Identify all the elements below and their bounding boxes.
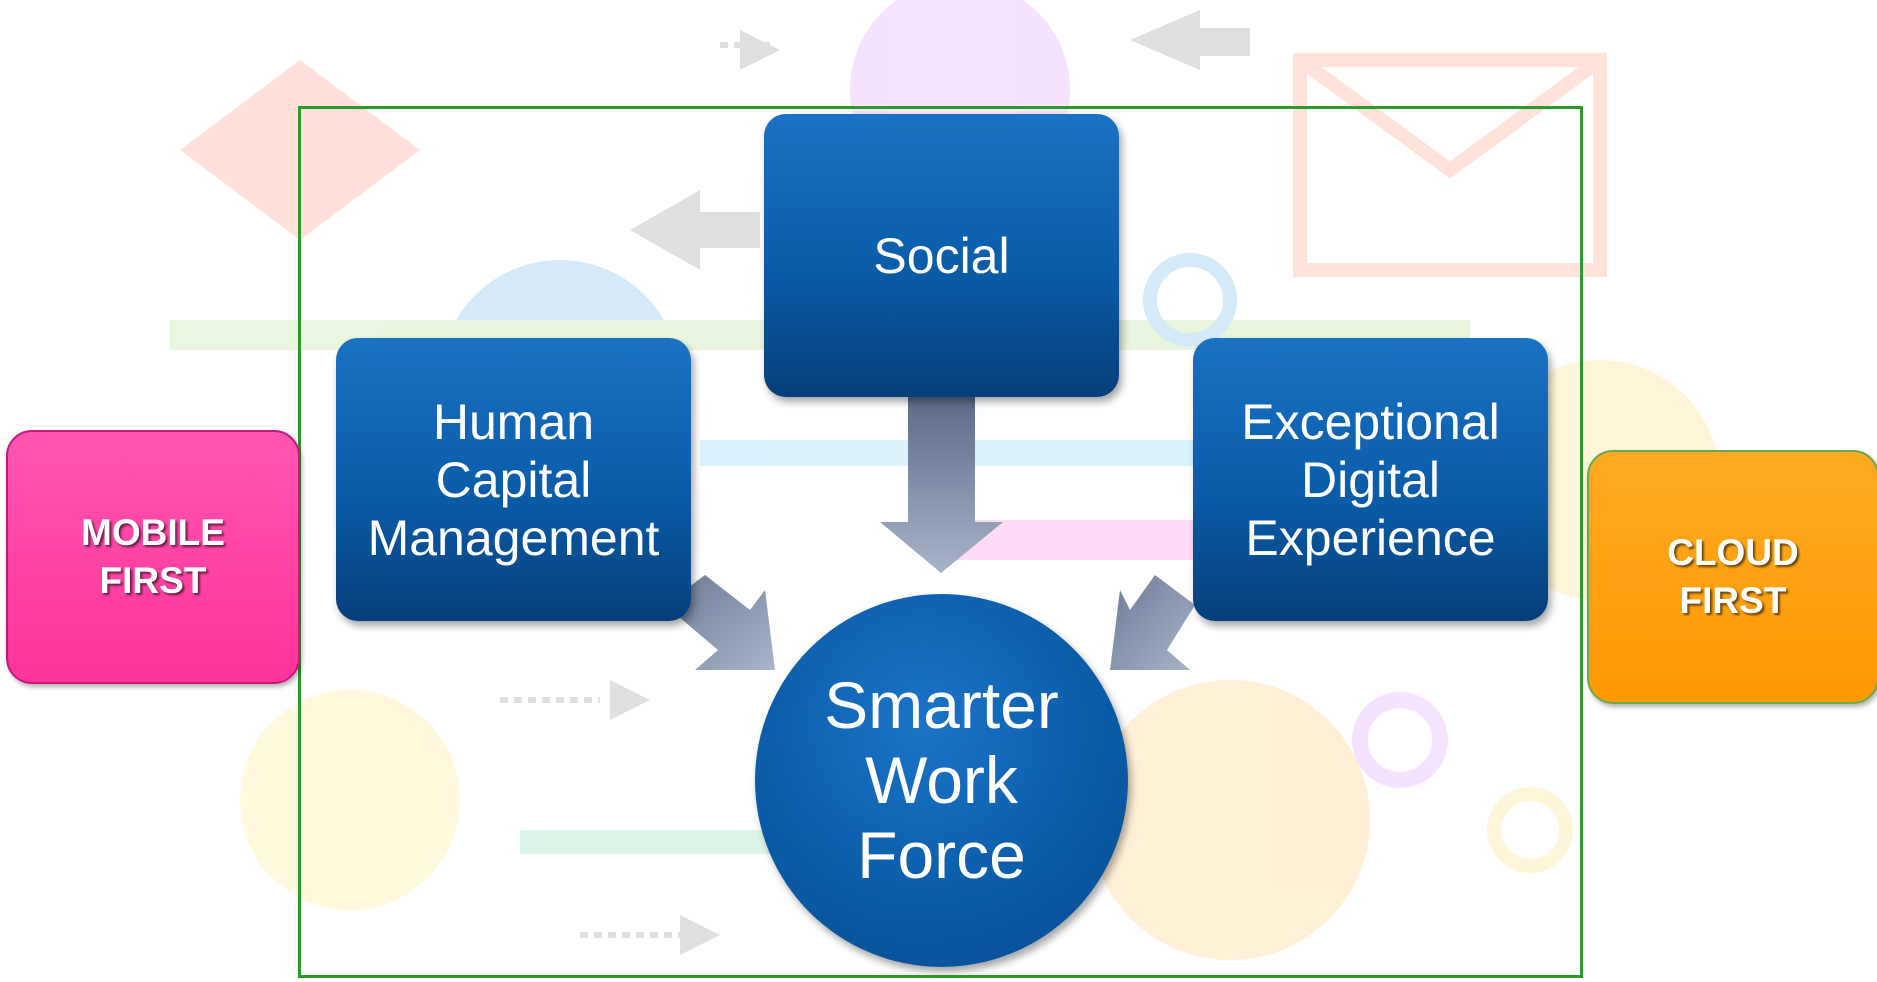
social-box: Social <box>764 114 1119 397</box>
exceptional-digital-experience-box: Exceptional Digital Experience <box>1193 338 1548 621</box>
mobile-first-badge: MOBILE FIRST <box>6 430 300 684</box>
human-capital-management-box: Human Capital Management <box>336 338 691 621</box>
smarter-work-force-circle: Smarter Work Force <box>755 594 1128 967</box>
cloud-first-badge: CLOUD FIRST <box>1587 450 1877 704</box>
